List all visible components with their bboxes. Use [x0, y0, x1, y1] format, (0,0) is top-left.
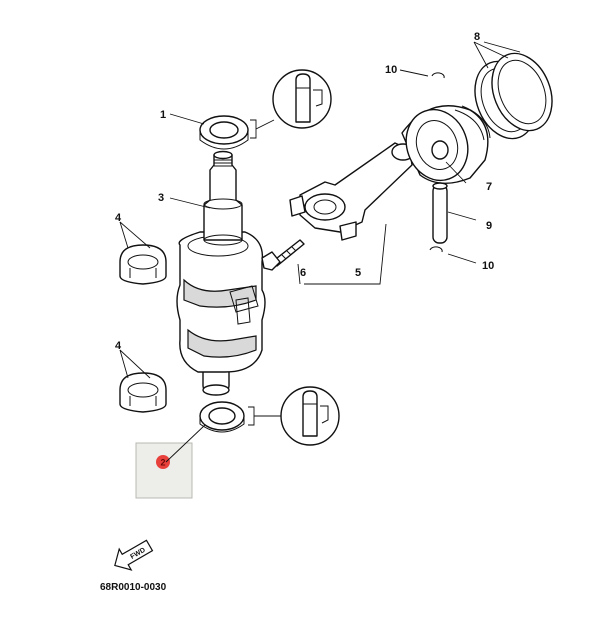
- connecting-rod[interactable]: [289, 142, 415, 241]
- callout-5[interactable]: 5: [355, 267, 361, 279]
- clip-upper[interactable]: [431, 72, 445, 79]
- callout-3[interactable]: 3: [158, 192, 164, 204]
- piston[interactable]: [396, 101, 491, 189]
- leader-lines: [119, 41, 521, 463]
- detail-inset-upper: [272, 69, 332, 129]
- forward-arrow-icon: FWD: [114, 539, 154, 571]
- bearing-upper[interactable]: [119, 244, 167, 285]
- clip-lower[interactable]: [429, 246, 443, 253]
- callout-9[interactable]: 9: [486, 220, 492, 232]
- crankshaft[interactable]: [176, 150, 266, 396]
- callout-6[interactable]: 6: [300, 267, 306, 279]
- bracket-lower: [248, 406, 281, 426]
- highlight-marker[interactable]: [156, 455, 170, 469]
- rod-bolt[interactable]: [261, 239, 305, 271]
- highlight-box[interactable]: [135, 442, 193, 499]
- diagram-code: 68R0010-0030: [100, 582, 167, 593]
- piston-pin[interactable]: [432, 182, 448, 244]
- oil-seal-upper[interactable]: [199, 115, 249, 150]
- bracket-upper: [250, 119, 275, 139]
- detail-inset-lower: [280, 386, 340, 446]
- callout-7[interactable]: 7: [486, 181, 492, 193]
- callout-10-lower[interactable]: 10: [482, 260, 494, 272]
- callout-4-lower[interactable]: 4: [115, 340, 122, 352]
- bearing-lower[interactable]: [119, 372, 167, 413]
- oil-seal-lower[interactable]: [199, 401, 245, 433]
- callout-4-upper[interactable]: 4: [115, 212, 122, 224]
- callout-1[interactable]: 1: [160, 109, 166, 121]
- callout-10-upper[interactable]: 10: [385, 64, 397, 76]
- highlight-marker-label: 2: [160, 458, 165, 468]
- piston-rings[interactable]: [464, 44, 563, 147]
- callout-8[interactable]: 8: [474, 31, 480, 43]
